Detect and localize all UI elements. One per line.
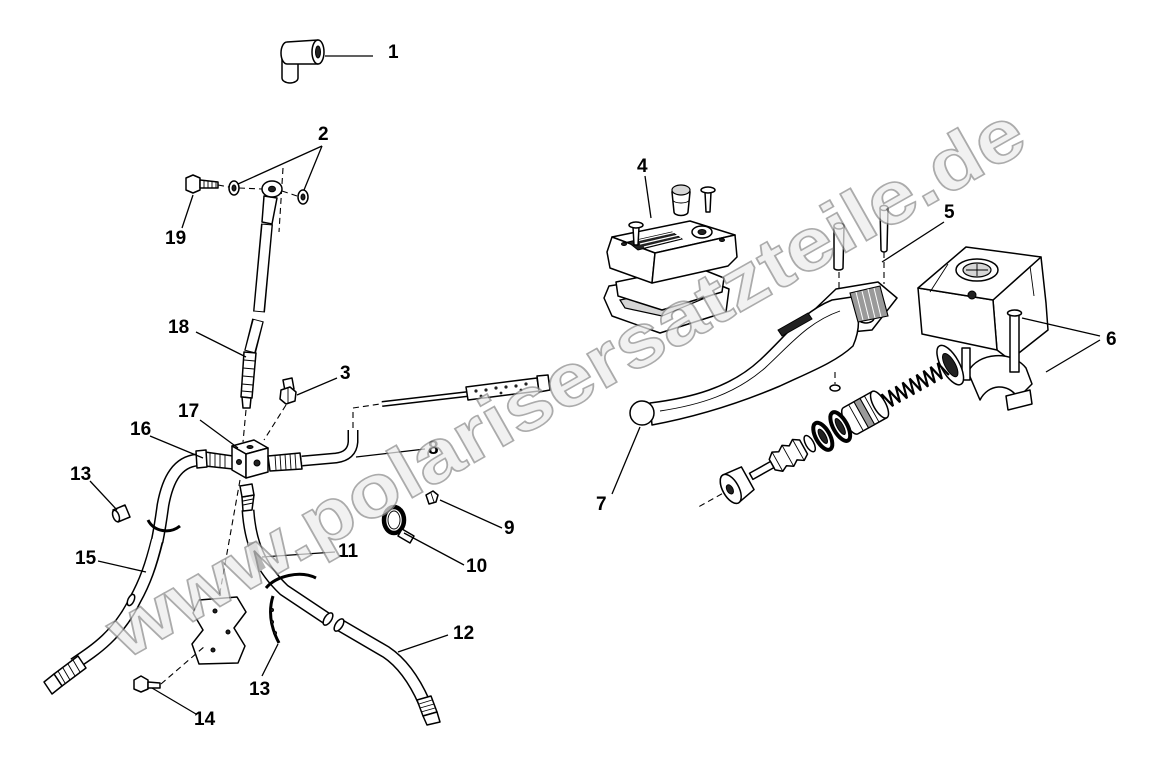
callout-4: 4 bbox=[637, 156, 648, 177]
callout-1: 1 bbox=[388, 42, 399, 63]
part-6-master-cylinder-body bbox=[917, 246, 1049, 411]
leader-line-11 bbox=[261, 551, 336, 558]
callout-10: 10 bbox=[466, 556, 487, 577]
callout-11: 11 bbox=[338, 541, 359, 562]
leader-line-9 bbox=[439, 499, 503, 529]
part-2-sealing-washers bbox=[228, 180, 309, 205]
part-14-mounting-bracket bbox=[191, 596, 247, 665]
callout-18: 18 bbox=[168, 317, 189, 338]
callout-14: 14 bbox=[194, 709, 216, 730]
assembly-line-hose-upper bbox=[278, 167, 284, 233]
leader-line-3 bbox=[296, 377, 338, 396]
part-11-brake-hose-right-upper bbox=[239, 483, 334, 626]
part-14-bracket-screw bbox=[133, 675, 161, 693]
part-19-banjo-bolt bbox=[185, 174, 219, 194]
part-5-pivot-clip bbox=[849, 285, 889, 323]
callout-15: 15 bbox=[75, 548, 97, 569]
leader-line-4 bbox=[644, 175, 652, 219]
piston bbox=[840, 390, 890, 435]
leader-line-7 bbox=[611, 426, 641, 495]
assembly-line-bleeder bbox=[263, 404, 287, 441]
part-1-tee-fitting bbox=[280, 39, 325, 84]
leader-line-15 bbox=[97, 560, 147, 573]
callout-17: 17 bbox=[178, 401, 199, 422]
callout-13-left: 13 bbox=[70, 464, 91, 485]
part-12-brake-hose-right-lower bbox=[333, 618, 441, 726]
callout-8: 8 bbox=[428, 438, 439, 459]
assembly-line-hose-block bbox=[242, 409, 247, 443]
part-10-line-clip bbox=[381, 504, 415, 544]
leader-line-2b bbox=[303, 145, 323, 191]
part-18-brake-hose-upper bbox=[240, 180, 283, 409]
line-sleeve-perforation bbox=[474, 382, 528, 398]
part-16-brake-hose-left-upper bbox=[150, 449, 234, 544]
callout-2: 2 bbox=[318, 124, 329, 145]
leader-lines bbox=[89, 55, 1101, 715]
callout-19: 19 bbox=[165, 228, 186, 249]
leader-line-2a bbox=[237, 145, 323, 185]
callout-12: 12 bbox=[453, 623, 474, 644]
leader-line-6b bbox=[1045, 339, 1101, 373]
part-13-hose-clamp-right bbox=[264, 572, 317, 644]
assembly-line-piston bbox=[696, 493, 723, 509]
callout-16: 16 bbox=[130, 419, 151, 440]
part-8-brake-line bbox=[267, 374, 551, 472]
part-4-reservoir-cover bbox=[603, 220, 738, 334]
piston-seals bbox=[803, 410, 853, 453]
callout-3: 3 bbox=[340, 363, 351, 384]
callout-7: 7 bbox=[596, 494, 607, 515]
leader-line-5 bbox=[881, 221, 945, 263]
callout-6: 6 bbox=[1106, 329, 1117, 350]
leader-line-19 bbox=[181, 194, 194, 229]
part-5-pivot-pins bbox=[833, 204, 889, 271]
push-rod bbox=[748, 460, 775, 481]
leader-line-14 bbox=[151, 687, 197, 715]
callout-labels: 1 2 19 18 3 17 16 8 13 9 10 11 15 12 13 … bbox=[70, 42, 1117, 730]
leader-line-12 bbox=[397, 634, 449, 653]
part-4-reservoir-plug bbox=[671, 184, 691, 217]
assembly-line-bolt bbox=[217, 184, 298, 197]
leader-line-17 bbox=[199, 419, 239, 449]
callout-9: 9 bbox=[504, 518, 515, 539]
push-rod-end bbox=[719, 466, 755, 505]
leader-line-8 bbox=[355, 448, 426, 458]
part-4-cover-screws bbox=[628, 186, 716, 246]
leader-line-13a bbox=[89, 480, 118, 511]
part-3-bleeder-valve bbox=[279, 377, 297, 405]
part-6-piston-assembly bbox=[696, 344, 965, 509]
leader-line-16 bbox=[149, 435, 204, 459]
part-9-clip-screw bbox=[425, 490, 439, 505]
dust-boot bbox=[768, 438, 809, 473]
leader-line-18 bbox=[195, 331, 247, 358]
part-17-junction-block bbox=[231, 439, 269, 479]
leader-line-13b bbox=[261, 643, 279, 677]
leader-line-10 bbox=[403, 532, 465, 566]
lever-circlip bbox=[829, 372, 841, 392]
leader-line-6a bbox=[1021, 317, 1101, 337]
return-spring bbox=[880, 362, 950, 411]
part-13-hose-clamp-left bbox=[111, 504, 181, 533]
callout-13-right: 13 bbox=[249, 679, 270, 700]
part-15-brake-hose-left-lower bbox=[43, 538, 164, 695]
callout-5: 5 bbox=[944, 202, 955, 223]
